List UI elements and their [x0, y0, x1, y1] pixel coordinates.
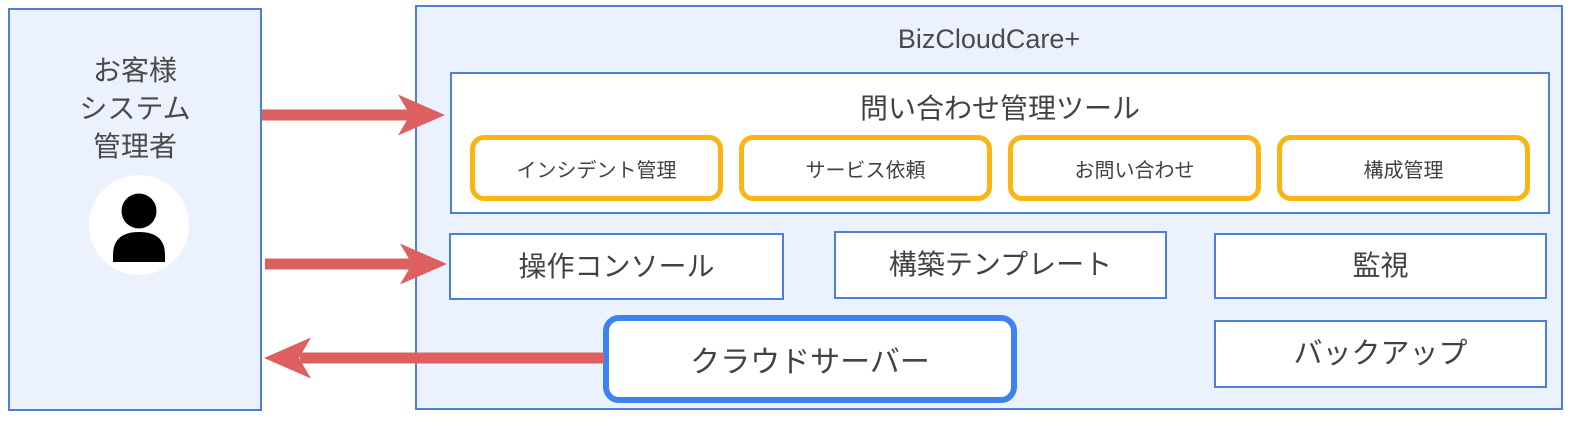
person-icon — [89, 175, 189, 275]
customer-admin-label-line1: お客様 — [92, 55, 177, 86]
component-backup: バックアップ — [1214, 320, 1547, 388]
bizcloudcare-box: BizCloudCare+ 問い合わせ管理ツール インシデント管理 サービス依頼… — [415, 5, 1563, 410]
customer-admin-label: お客様 システム 管理者 — [10, 52, 260, 166]
component-operation-console: 操作コンソール — [449, 233, 784, 300]
inquiry-tool-title: 問い合わせ管理ツール — [859, 93, 1140, 124]
inquiry-item-configuration-management: 構成管理 — [1277, 135, 1530, 201]
customer-admin-label-line3: 管理者 — [92, 131, 177, 162]
customer-admin-label-line2: システム — [79, 93, 191, 124]
component-cloud-server: クラウドサーバー — [603, 315, 1017, 403]
customer-admin-box: お客様 システム 管理者 — [8, 8, 262, 411]
inquiry-item-contact: お問い合わせ — [1008, 135, 1261, 201]
inquiry-item-incident-management: インシデント管理 — [470, 135, 723, 201]
inquiry-item-service-request: サービス依頼 — [739, 135, 992, 201]
component-monitoring: 監視 — [1214, 233, 1547, 299]
component-build-template: 構築テンプレート — [834, 231, 1167, 299]
inquiry-tool-items: インシデント管理 サービス依頼 お問い合わせ 構成管理 — [470, 135, 1530, 201]
inquiry-tool-box: 問い合わせ管理ツール インシデント管理 サービス依頼 お問い合わせ 構成管理 — [450, 72, 1550, 214]
service-title: BizCloudCare+ — [897, 24, 1081, 54]
